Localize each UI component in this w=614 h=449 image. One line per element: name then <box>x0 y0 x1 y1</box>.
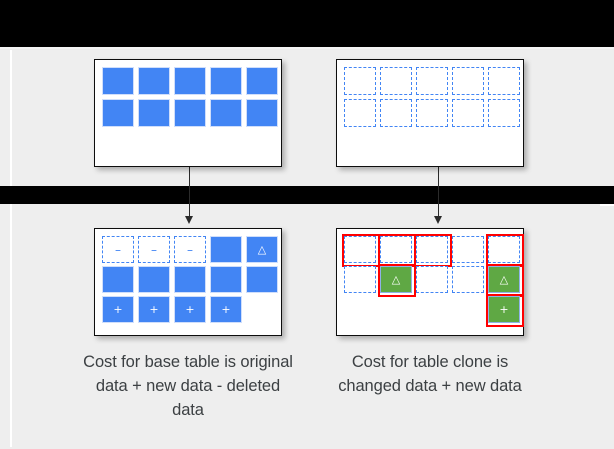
table-cell[interactable]: + <box>486 294 524 327</box>
cell-glyph: △ <box>391 273 401 286</box>
left-guide-rule-upper <box>10 50 12 186</box>
cell-glyph: + <box>499 303 509 316</box>
table-cell[interactable] <box>210 99 242 127</box>
table-cell[interactable] <box>210 266 242 293</box>
table-cell[interactable]: + <box>138 296 170 323</box>
caption-table-clone: Cost for table clone is changed data + n… <box>338 353 522 395</box>
base-table-changed-grid: – – – △ + + + + <box>102 236 278 323</box>
table-cell[interactable] <box>380 67 412 95</box>
table-cell[interactable] <box>416 99 448 127</box>
table-cell[interactable] <box>174 67 206 95</box>
cell-glyph: + <box>185 303 195 316</box>
cell-glyph: △ <box>257 243 267 256</box>
table-cell[interactable] <box>174 99 206 127</box>
table-cell[interactable] <box>416 67 448 95</box>
base-table-original-grid <box>102 67 278 127</box>
top-black-band <box>0 0 614 47</box>
right-guide-rule <box>600 204 614 206</box>
table-clone-original-grid <box>344 67 520 127</box>
table-cell[interactable] <box>138 67 170 95</box>
table-cell[interactable] <box>380 99 412 127</box>
table-cell <box>416 296 448 323</box>
cell-glyph: – <box>115 242 121 257</box>
caption-base-table: Cost for base table is original data + n… <box>83 353 293 419</box>
table-cell[interactable]: – <box>174 236 206 263</box>
table-cell[interactable] <box>452 99 484 127</box>
table-cell[interactable]: △ <box>486 264 524 297</box>
table-cell <box>246 296 278 323</box>
table-cell[interactable] <box>246 67 278 95</box>
arrow-shaft-left <box>189 167 191 219</box>
table-cell[interactable]: + <box>102 296 134 323</box>
table-cell[interactable] <box>488 67 520 95</box>
base-table-changed-card[interactable]: – – – △ + + + + <box>94 228 282 336</box>
cell-highlight-ring <box>414 234 452 267</box>
table-cell[interactable] <box>174 266 206 293</box>
table-cell[interactable] <box>102 99 134 127</box>
table-cell[interactable] <box>486 234 524 267</box>
table-cell[interactable] <box>102 67 134 95</box>
cell-glyph: △ <box>499 273 509 286</box>
cell-glyph: – <box>187 242 193 257</box>
table-cell[interactable] <box>452 266 484 293</box>
arrow-head-left <box>185 216 193 224</box>
table-cell[interactable] <box>342 234 380 267</box>
table-cell[interactable] <box>452 67 484 95</box>
table-cell[interactable] <box>378 234 416 267</box>
table-cell[interactable] <box>344 99 376 127</box>
table-cell[interactable] <box>344 67 376 95</box>
table-cell[interactable] <box>246 266 278 293</box>
table-cell[interactable]: △ <box>246 236 278 263</box>
table-cell[interactable] <box>102 266 134 293</box>
table-cell[interactable] <box>414 234 452 267</box>
table-cell[interactable]: + <box>210 296 242 323</box>
table-cell[interactable]: △ <box>378 264 416 297</box>
table-cell[interactable] <box>210 236 242 263</box>
table-cell[interactable] <box>138 266 170 293</box>
table-cell[interactable] <box>488 99 520 127</box>
table-cell[interactable]: – <box>102 236 134 263</box>
arrow-head-right <box>434 216 442 224</box>
cell-highlight-ring <box>486 234 524 267</box>
table-cell[interactable] <box>246 99 278 127</box>
table-cell <box>344 296 376 323</box>
table-cell[interactable]: – <box>138 236 170 263</box>
table-cell <box>380 296 412 323</box>
middle-black-band <box>0 186 614 204</box>
table-cell[interactable] <box>416 266 448 293</box>
table-cell <box>452 296 484 323</box>
arrow-shaft-right <box>438 167 440 219</box>
cell-highlight-ring <box>378 234 416 267</box>
cell-glyph: + <box>113 303 123 316</box>
top-divider-rule <box>0 47 614 49</box>
table-cell[interactable] <box>452 236 484 263</box>
cell-glyph: + <box>221 303 231 316</box>
table-cell[interactable] <box>138 99 170 127</box>
table-clone-changed-grid: △ △ + <box>342 234 524 327</box>
table-cell[interactable]: + <box>174 296 206 323</box>
cell-glyph: + <box>149 303 159 316</box>
table-cell[interactable] <box>344 266 376 293</box>
cell-highlight-ring <box>342 234 380 267</box>
cell-glyph: – <box>151 242 157 257</box>
table-clone-original-card[interactable] <box>336 59 524 167</box>
table-clone-changed-card[interactable]: △ △ + <box>336 228 524 336</box>
table-cell[interactable] <box>210 67 242 95</box>
left-guide-rule-lower <box>10 204 12 447</box>
base-table-original-card[interactable] <box>94 59 282 167</box>
